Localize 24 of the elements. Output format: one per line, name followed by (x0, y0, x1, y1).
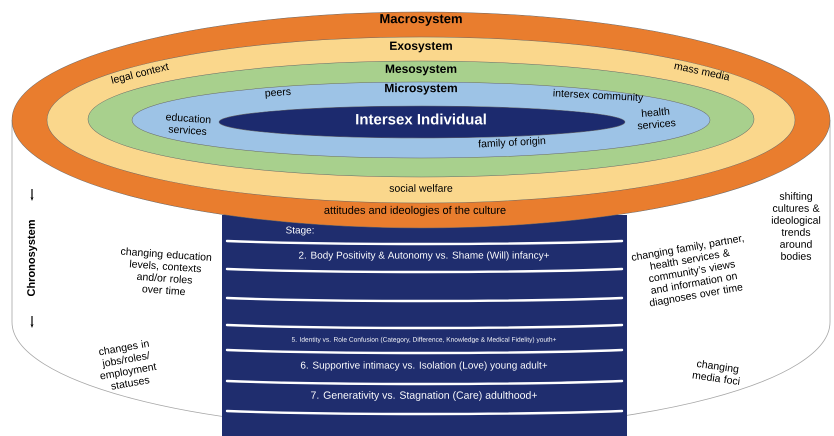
ring-text: family of origin (478, 136, 546, 148)
ring-title: Exosystem (390, 42, 452, 52)
ring-text: attitudes and ideologies of the culture (324, 206, 506, 216)
side-text: changing education levels, contexts and/or roles over time (120, 247, 212, 296)
ring-text: social welfare (390, 184, 452, 192)
individual-ellipse (218, 106, 626, 138)
stage-text: 2. Body Positivity & Autonomy vs. Shame (Will) infancy+ (298, 251, 550, 261)
stage-text: 6. Supportive intimacy vs. Isolation (Love) young adult+ (300, 361, 548, 371)
ring-text: education services (166, 113, 210, 136)
ring-text: peers (265, 89, 291, 99)
ring-text: health services (638, 107, 676, 130)
side-label: Chronosystem (26, 220, 38, 296)
ring-title: Mesosystem (386, 64, 456, 76)
side-text: shifting cultures & ideological trends around bodies (772, 192, 820, 260)
stage-text: 7. Generativity vs. Stagnation (Care) adulthood+ (311, 391, 537, 401)
ring-text: legal context (110, 63, 170, 84)
stage-text: Stage: (286, 226, 314, 236)
side-text: changing media foci (692, 360, 740, 385)
ring-title: Microsystem (385, 83, 457, 95)
stage-band (222, 215, 627, 436)
ring-text: intersex community (553, 88, 644, 104)
ring-title: Intersex Individual (356, 114, 486, 124)
ring-text: mass media (674, 64, 730, 81)
ring-title: Macrosystem (380, 14, 462, 26)
